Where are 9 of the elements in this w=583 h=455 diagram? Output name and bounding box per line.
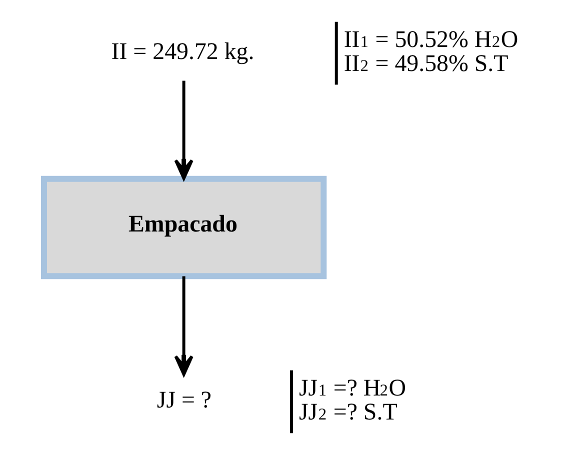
arrow: [174, 276, 194, 376]
node-label: II2 = 49.58% S.T: [344, 50, 508, 77]
node-label: JJ2 =? S.T: [298, 399, 398, 426]
node-box: Empacado: [40, 176, 327, 280]
arrow: [174, 80, 194, 180]
node-label: II1 = 50.52% H2O: [344, 26, 518, 53]
node-text: JJ = ?: [156, 387, 212, 414]
node-label: JJ1 =? H2O: [298, 375, 406, 402]
node-text: II = 249.72 kg.: [111, 38, 254, 65]
